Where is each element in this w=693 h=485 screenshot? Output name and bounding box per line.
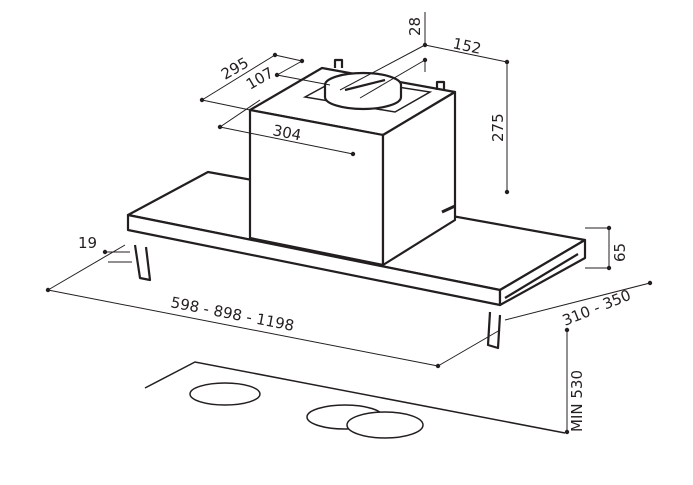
dimension-lines (47, 12, 651, 432)
cooktop (144, 361, 566, 439)
dim-min-530: MIN 530 (568, 370, 586, 432)
dim-19: 19 (78, 234, 97, 252)
dim-body-depth: 310 - 350 (560, 286, 634, 330)
dim-65: 65 (611, 243, 629, 262)
chimney (248, 58, 457, 267)
dim-275: 275 (489, 113, 507, 142)
dim-28: 28 (406, 17, 424, 36)
burner-right (346, 411, 424, 439)
dim-body-width: 598 - 898 - 1198 (169, 293, 295, 335)
dim-304: 304 (271, 121, 303, 144)
dimension-dots (45, 42, 653, 435)
burner-left (189, 382, 261, 406)
dim-152: 152 (451, 34, 483, 58)
